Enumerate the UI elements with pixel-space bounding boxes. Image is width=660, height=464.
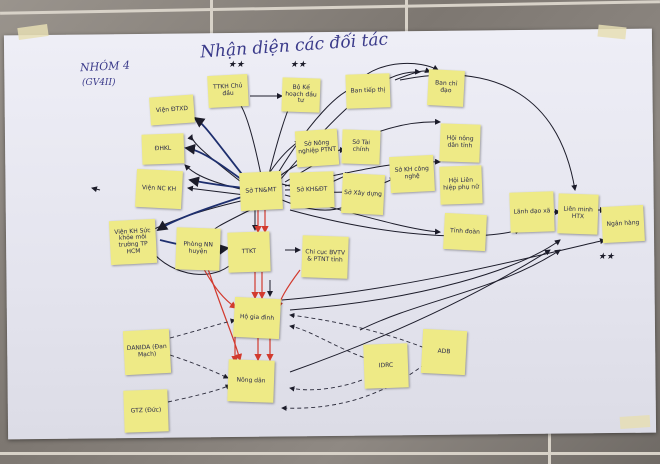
sticky-note: TTKH Chủ đầu: [207, 73, 249, 109]
sticky-note: Ban tiếp thị: [345, 73, 391, 109]
sticky-note: Viện ĐTXD: [149, 94, 195, 126]
dashed-arrow-group: [167, 312, 431, 411]
floor-tile-line: [405, 0, 408, 34]
sticky-note: GTZ (Đức): [123, 389, 169, 433]
sticky-note: Sở Nông nghiệp PTNT: [294, 128, 340, 168]
sticky-note: Phòng NN huyện: [175, 227, 221, 271]
sticky-note: Sở KH công nghệ: [389, 154, 435, 194]
group-label: NHÓM 4: [79, 58, 131, 75]
sticky-note: Ngân hàng: [601, 204, 645, 244]
sticky-note: Sở Tài chính: [341, 129, 381, 165]
sticky-note: Hộ gia đình: [232, 296, 282, 340]
sticky-note: ADB: [420, 328, 468, 376]
sticky-note: Chi cục BVTV & PTNT tỉnh: [301, 235, 349, 279]
floor-tile-line: [210, 0, 213, 40]
sticky-note: TTKT: [227, 231, 271, 273]
floor-tile-line: [548, 432, 551, 464]
star-mark: ★★: [598, 252, 615, 262]
sticky-note: Sở Xây dựng: [340, 172, 386, 216]
sticky-note: ĐHKL: [141, 133, 185, 165]
star-mark: ★★: [228, 60, 245, 70]
sticky-note: Ban chỉ đạo: [427, 69, 465, 107]
sticky-note: Hội Liên hiệp phụ nữ: [439, 165, 483, 205]
sticky-note: Viện NC KH: [135, 168, 183, 210]
floor-tile-line: [0, 452, 660, 455]
sticky-note: Liên minh HTX: [557, 193, 599, 235]
sticky-note: Tỉnh đoàn: [443, 212, 487, 252]
sticky-note: Lãnh đạo xã: [509, 191, 555, 233]
star-mark: ★★: [290, 60, 307, 70]
sticky-note: Nông dân: [227, 359, 275, 403]
sticky-note: Sở KH&ĐT: [289, 171, 335, 209]
sticky-note: IDRC: [363, 343, 409, 389]
sticky-note: DANIDA (Đan Mạch): [122, 328, 172, 376]
sticky-note: Viện KH Sức khỏe môi trường TP HCM: [108, 218, 158, 266]
group-sublabel: (GV4II): [82, 78, 116, 88]
blue-arrow-group: [156, 116, 246, 255]
sticky-note: Bộ Kế hoạch đầu tư: [281, 77, 321, 113]
sticky-note: Sở TN&MT: [239, 170, 283, 212]
sticky-note: Hội nông dân tỉnh: [439, 123, 481, 163]
